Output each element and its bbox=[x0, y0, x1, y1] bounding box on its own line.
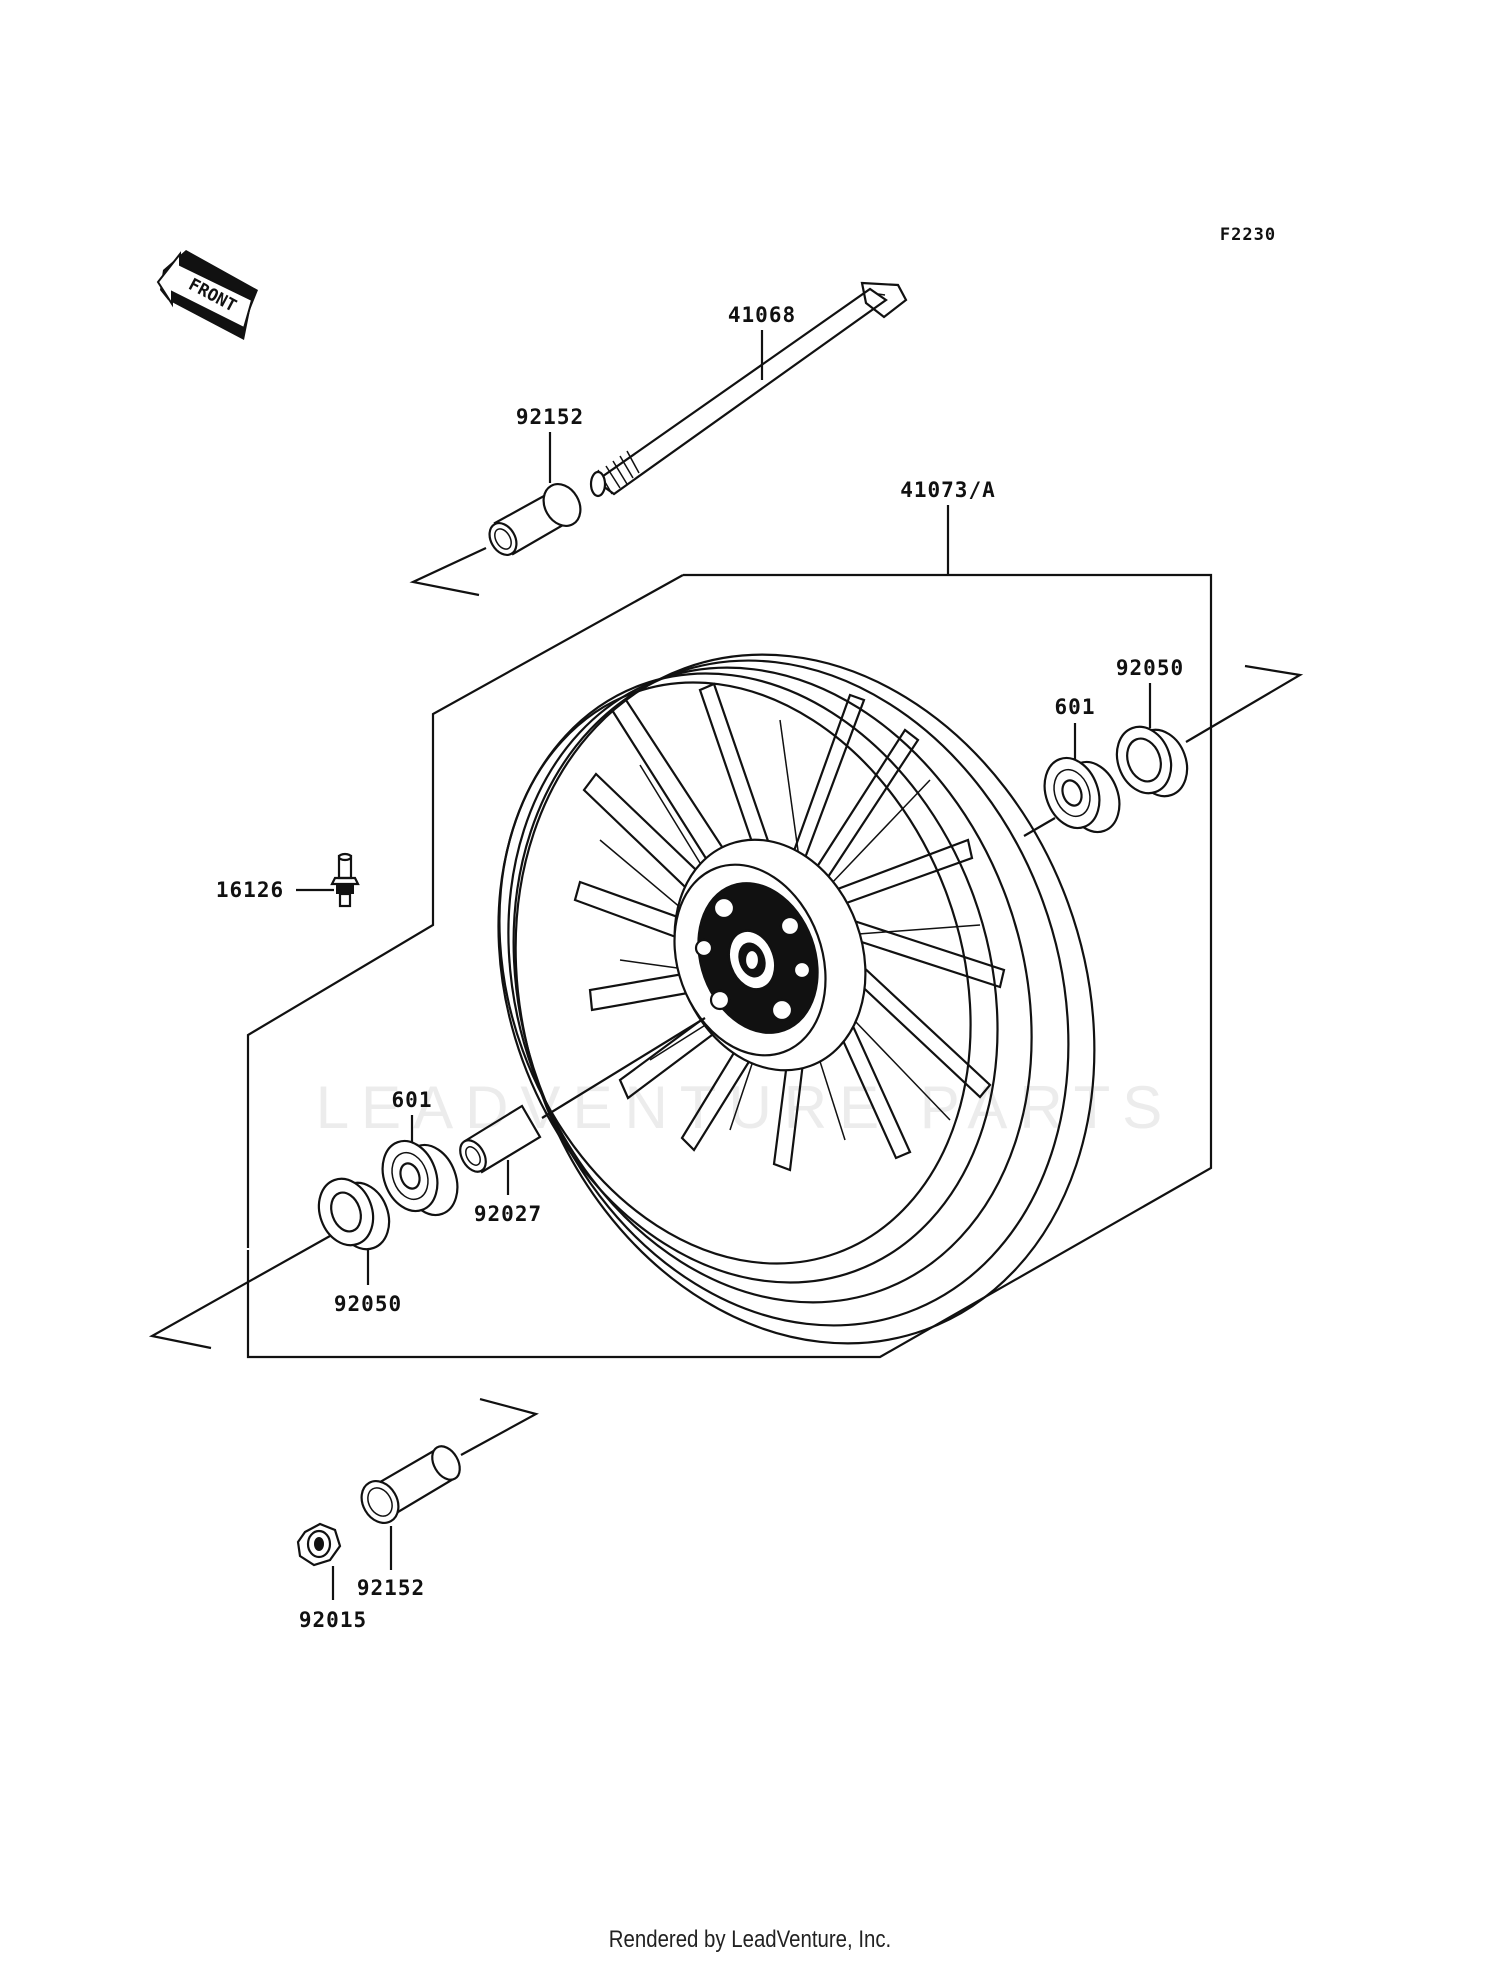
footer-credit: Rendered by LeadVenture, Inc. bbox=[608, 1926, 892, 1953]
collar-bottom-part bbox=[360, 1445, 461, 1524]
valve-part bbox=[330, 852, 360, 908]
label-axle: 41068 bbox=[728, 303, 796, 327]
front-arrow-icon: FRONT bbox=[156, 250, 258, 340]
axis-line-left bbox=[148, 1235, 331, 1350]
wheel-bracket bbox=[246, 573, 1213, 1359]
label-bearing-left: 601 bbox=[392, 1088, 433, 1112]
label-seal-right: 92050 bbox=[1116, 656, 1184, 680]
figure-code: F2230 bbox=[1220, 225, 1276, 245]
seal-left-part bbox=[317, 1177, 391, 1251]
nut-part bbox=[296, 1522, 342, 1567]
label-nut: 92015 bbox=[299, 1608, 367, 1632]
label-bearing-right: 601 bbox=[1055, 695, 1096, 719]
watermark: LEADVENTURE PARTS bbox=[316, 1074, 1175, 1141]
axis-line-top bbox=[409, 547, 487, 597]
label-seal-left: 92050 bbox=[334, 1292, 402, 1316]
bearing-right-part bbox=[1043, 756, 1121, 834]
seal-right-part bbox=[1115, 725, 1189, 798]
wheel-hub bbox=[673, 838, 867, 1072]
axis-line-bottom bbox=[460, 1397, 539, 1456]
wheel-part bbox=[497, 653, 1096, 1345]
bearing-left-part bbox=[381, 1139, 459, 1217]
label-spacer: 92027 bbox=[474, 1202, 542, 1226]
label-valve: 16126 bbox=[216, 878, 284, 902]
axis-line-right-inner bbox=[1023, 817, 1056, 837]
wheel-bracket-left bbox=[246, 574, 684, 1248]
spacer-part bbox=[459, 1104, 542, 1174]
axis-line-center bbox=[541, 1017, 706, 1119]
label-collar-bottom: 92152 bbox=[357, 1576, 425, 1600]
collar-top-part bbox=[488, 483, 582, 556]
axis-line-right bbox=[1185, 664, 1304, 743]
label-collar-top: 92152 bbox=[516, 405, 584, 429]
label-wheel: 41073/A bbox=[900, 478, 996, 502]
axle-part bbox=[589, 281, 908, 498]
